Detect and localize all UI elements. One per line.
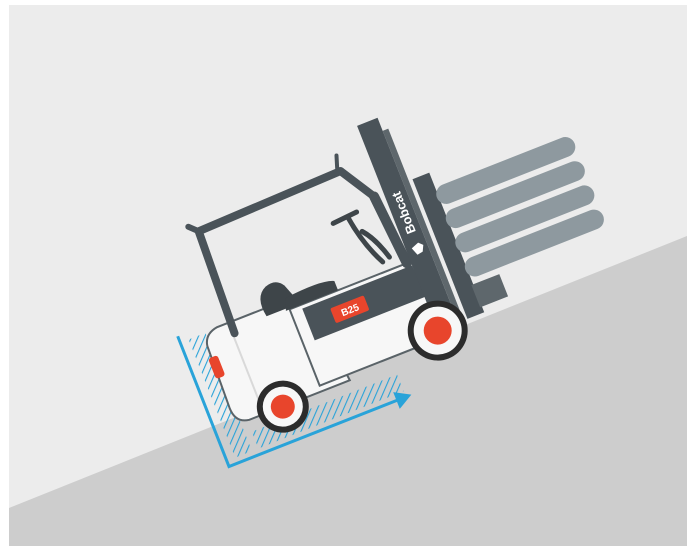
forklift-slope-illustration: B25 Bobcat xyxy=(0,0,691,551)
